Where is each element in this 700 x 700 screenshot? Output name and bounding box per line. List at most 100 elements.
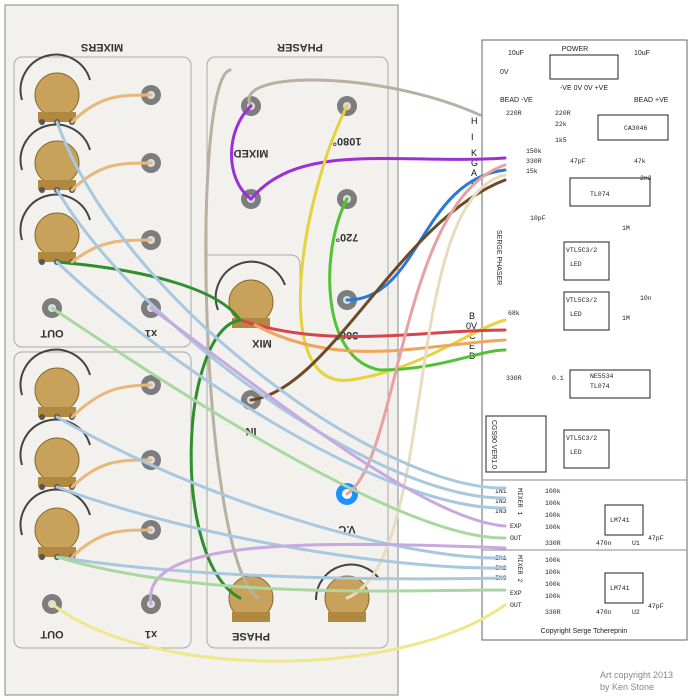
mixer1-pin-4: OUT xyxy=(510,535,522,542)
vactrol-2-led: LED xyxy=(570,311,582,318)
wire-mix-red xyxy=(238,318,507,339)
lm741-u2-label: LM741 xyxy=(610,585,630,592)
wire-mixed-to-pin-k xyxy=(249,156,507,201)
mixer-2-out-label: OUT xyxy=(40,628,64,640)
in-label: IN xyxy=(245,425,256,437)
power-header xyxy=(549,54,619,80)
wire-vc-pink xyxy=(345,163,507,496)
ne5534-label: NE5534 xyxy=(590,373,614,380)
c47pf-m1: 47pF xyxy=(648,535,664,542)
c01-label: 0.1 xyxy=(552,375,564,382)
wire-mix-orange xyxy=(253,323,507,353)
c470n-m2: 470n xyxy=(596,609,612,616)
wire-mixer-green xyxy=(55,260,242,322)
r1k5: 1k5 xyxy=(555,137,567,144)
c10pf-1: 10pF xyxy=(530,215,546,222)
wire-m2-blue-1 xyxy=(55,415,507,560)
r15k: 15k xyxy=(526,168,538,175)
mixer-1-pot-1[interactable] xyxy=(19,53,91,125)
wire-m2-x1-lilac xyxy=(149,542,507,606)
r100k-m1d: 100k xyxy=(545,524,561,531)
bead-neg-label: BEAD -VE xyxy=(500,97,533,104)
wire-m2-blue-2 xyxy=(55,485,507,570)
r100k-m2c: 100k xyxy=(545,581,561,588)
tl074-ic-mid xyxy=(569,369,651,399)
mix-label: MIX xyxy=(252,337,272,349)
r330r-m1: 330R xyxy=(545,540,561,547)
phaser-phase-pot[interactable] xyxy=(228,575,274,622)
r100k-m1c: 100k xyxy=(545,512,561,519)
c2n2-a: 2n2 xyxy=(640,175,652,182)
u2-label: U2 xyxy=(632,609,640,616)
phaser-divider xyxy=(207,254,301,300)
vactrol-1 xyxy=(563,241,610,281)
mixer-2-pot-1[interactable] xyxy=(19,348,91,420)
wire-m1p2-tan xyxy=(70,161,153,192)
tl074-ic-top xyxy=(569,177,651,207)
mixer1-pin-labels: IN1 IN2 IN3 EXP OUT xyxy=(495,488,522,542)
vactrol-1-label: VTL5C3/2 xyxy=(566,247,597,254)
mixer-2-pot-2[interactable] xyxy=(19,418,91,490)
u1-label: U1 xyxy=(632,540,640,547)
wire-m1p3-tan xyxy=(70,238,153,264)
mixer2-pin-3: EXP xyxy=(510,590,522,597)
wire-mixed-in-to-pin-h xyxy=(247,78,482,117)
power-label: POWER xyxy=(562,46,588,53)
mixer-1-box xyxy=(13,56,192,348)
cgs-label: CGS90 VER1.0 xyxy=(490,420,497,469)
r100k-m2d: 100k xyxy=(545,593,561,600)
ca3046-label: CA3046 xyxy=(624,125,648,132)
r100k-m2b: 100k xyxy=(545,569,561,576)
ca3046-ic xyxy=(597,114,669,141)
power-pins-label: -VE 0V 0V +VE xyxy=(560,85,608,92)
wire-m1p1-tan xyxy=(70,93,153,124)
cgs-logo-box xyxy=(485,415,547,473)
mixer-2-box xyxy=(13,351,192,649)
credit-line-1: Art copyright 2013 xyxy=(600,670,673,680)
wire-m2p1-tan xyxy=(70,383,153,419)
mixer1-pin-1: IN2 xyxy=(495,498,507,505)
mixer-1-out-label: OUT xyxy=(40,327,64,339)
tl074-top-label: TL074 xyxy=(590,191,610,198)
bead-pos-label: BEAD +VE xyxy=(634,97,669,104)
r220r-b: 220R xyxy=(555,110,571,117)
r100k-m1b: 100k xyxy=(545,500,561,507)
wire-m1-blue-2 xyxy=(55,188,507,500)
c470n-m1: 470n xyxy=(596,540,612,547)
mixer2-title: MIXER 2 xyxy=(516,555,523,582)
phaser-title: PHASER xyxy=(277,41,323,53)
pin-h: H xyxy=(471,116,478,126)
pcb-copyright: Copyright Serge Tcherepnin xyxy=(541,628,628,635)
pin-g: G xyxy=(471,158,478,168)
wire-m1-green-out xyxy=(50,306,507,540)
wire-m2-blue-3 xyxy=(55,555,507,581)
r150k: 150k xyxy=(526,148,542,155)
pin-i: I xyxy=(471,132,474,142)
wire-m2p3-tan xyxy=(70,528,153,559)
vactrol-3 xyxy=(563,429,610,469)
mixer1-pin-3: EXP xyxy=(510,523,522,530)
wire-m1-blue-3 xyxy=(55,260,507,510)
c47pf-m2: 47pF xyxy=(648,603,664,610)
mixers-title: MIXERS xyxy=(81,41,123,53)
pin-e: E xyxy=(469,341,475,351)
r47k: 47k xyxy=(634,158,646,165)
mixed-label: MIXED xyxy=(234,147,269,159)
tl074-mid-label: TL074 xyxy=(590,383,610,390)
c10n-a: 10n xyxy=(640,295,652,302)
wire-m2-green-out xyxy=(55,555,507,593)
r22k: 22k xyxy=(555,121,567,128)
credit-line-2: by Ken Stone xyxy=(600,682,654,692)
r100k-m2: 100k xyxy=(545,557,561,564)
pin-k: K xyxy=(471,148,477,158)
mixer-1-pot-3[interactable] xyxy=(19,193,91,265)
wire-vc-cream xyxy=(345,173,507,600)
m1-b: 1M xyxy=(622,315,630,322)
mixer-2-x1-label: x1 xyxy=(145,628,157,640)
pin-0v: 0V xyxy=(466,321,477,331)
mixer1-pin-2: IN3 xyxy=(495,508,507,515)
lm741-u1-label: LM741 xyxy=(610,517,630,524)
r330r-b: 330R xyxy=(506,375,522,382)
cap-10uf-right: 10uF xyxy=(634,50,650,57)
